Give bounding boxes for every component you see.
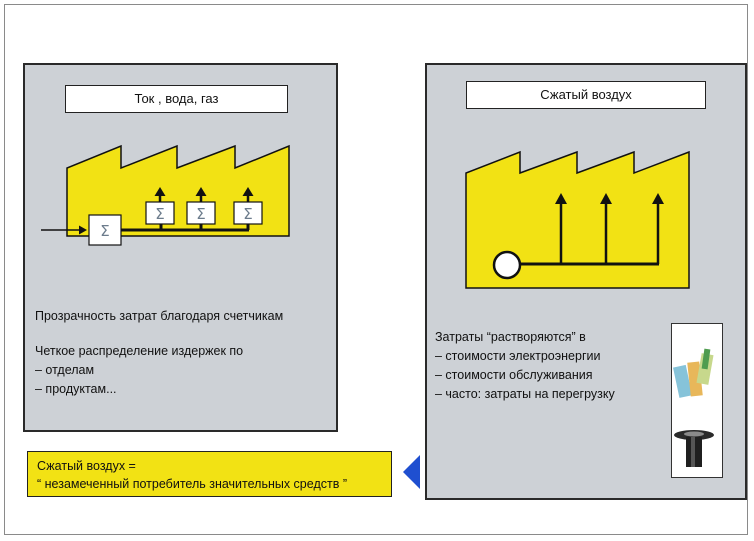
note-line-1: Сжатый воздух = [37, 459, 136, 473]
compressed-air-title: Сжатый воздух [466, 81, 706, 109]
slide-frame: Ток , вода, газ Σ Σ Σ Σ Прозрачность зат… [4, 4, 748, 535]
main-meter-sigma: Σ [100, 222, 109, 240]
conclusion-note: Сжатый воздух = “ незамеченный потребите… [27, 451, 392, 497]
compressor-icon [492, 250, 522, 280]
distribution-list: Четкое распределение издержек по – отдел… [35, 342, 243, 399]
inlet-arrowhead [79, 225, 87, 235]
air-riser-arrowhead [652, 193, 664, 204]
metered-factory-illustration: Σ Σ Σ Σ [41, 144, 290, 246]
note-line-2: “ незамеченный потребитель значительных … [37, 477, 347, 491]
factory-silhouette [465, 150, 690, 289]
unmetered-factory-illustration [465, 150, 690, 289]
department-meter-sigma: Σ [155, 205, 164, 223]
costs-heading: Затраты “растворяются” в [435, 330, 586, 344]
cost-item: – стоимости обслуживания [435, 368, 593, 382]
compressed-air-panel: Сжатый воздух Затраты “растворяются” в –… [425, 63, 747, 500]
distribution-heading: Четкое распределение издержек по [35, 344, 244, 358]
output-arrowhead [242, 187, 254, 196]
output-arrowhead [195, 187, 207, 196]
department-meter-sigma: Σ [196, 205, 205, 223]
distribution-item: – отделам [35, 363, 95, 377]
cost-item: – стоимости электроэнергии [435, 349, 601, 363]
department-meter-sigma: Σ [243, 205, 252, 223]
distribution-item: – продуктам... [35, 382, 117, 396]
hidden-costs-list: Затраты “растворяются” в – стоимости эле… [435, 328, 615, 404]
output-arrowhead [154, 187, 166, 196]
utilities-title: Ток , вода, газ [65, 85, 288, 113]
cost-item: – часто: затраты на перегрузку [435, 387, 615, 401]
air-riser-arrowhead [555, 193, 567, 204]
pointer-triangle-icon [403, 455, 420, 489]
air-riser-arrowhead [600, 193, 612, 204]
metered-utilities-panel: Ток , вода, газ Σ Σ Σ Σ Прозрачность зат… [23, 63, 338, 432]
transparency-text: Прозрачность затрат благодаря счетчикам [35, 309, 284, 323]
money-drain-icon [673, 348, 714, 467]
money-drain-picture [671, 323, 723, 478]
main-meter-box [88, 214, 122, 246]
